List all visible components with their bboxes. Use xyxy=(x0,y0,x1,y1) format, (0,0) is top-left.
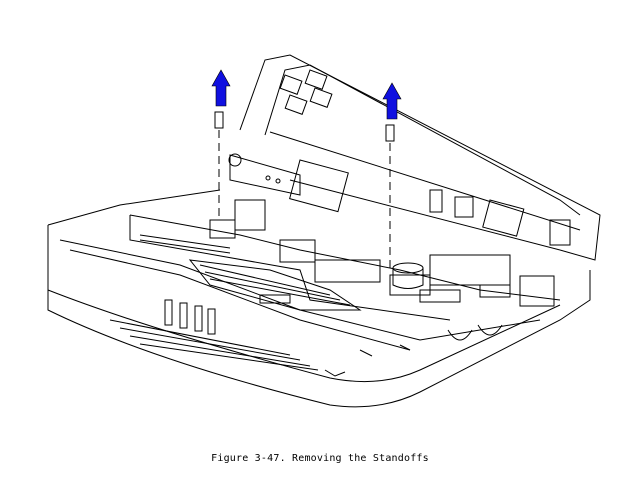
figure-caption: Figure 3-47. Removing the Standoffs xyxy=(211,453,429,464)
logic-board xyxy=(129,199,561,321)
standoff-removal-illustration xyxy=(47,54,601,408)
computer-base xyxy=(47,189,591,408)
display-assembly xyxy=(228,54,601,261)
standoff-left xyxy=(214,111,224,220)
up-arrow-icon xyxy=(211,69,402,120)
standoff-right xyxy=(385,124,424,289)
